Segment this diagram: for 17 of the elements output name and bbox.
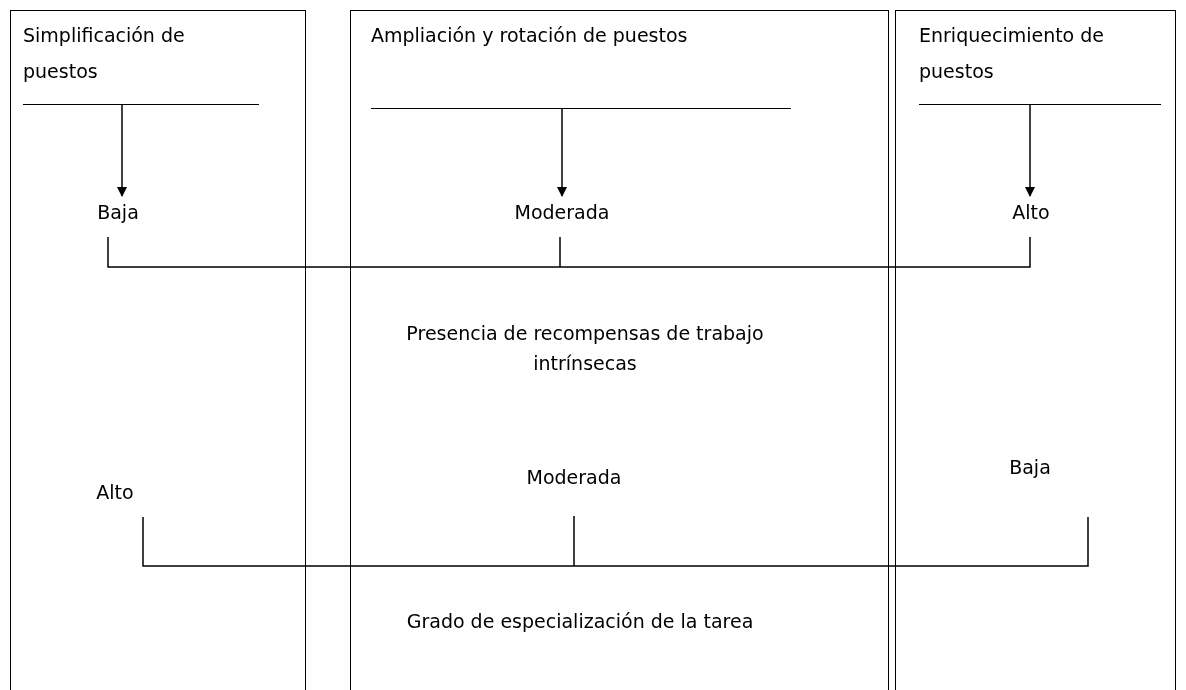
arrow bbox=[1025, 103, 1035, 197]
column-heading: Simplificación de puestos bbox=[23, 17, 259, 105]
axis-caption: Presencia de recompensas de trabajo intrínsecas bbox=[405, 321, 765, 376]
arrow bbox=[117, 103, 127, 197]
level-text: Moderada bbox=[506, 197, 618, 227]
level-text: Baja bbox=[1008, 455, 1052, 480]
column-heading: Ampliación y rotación de puestos bbox=[371, 17, 791, 109]
arrow bbox=[557, 107, 567, 197]
column-box bbox=[10, 10, 306, 690]
axis-caption: Grado de especialización de la tarea bbox=[405, 609, 755, 634]
column-box bbox=[350, 10, 889, 690]
level-text: Baja bbox=[83, 197, 153, 227]
level-text: Moderada bbox=[525, 465, 623, 490]
level-text: Alto bbox=[95, 480, 135, 505]
level-text: Alto bbox=[1003, 197, 1059, 227]
column-box bbox=[895, 10, 1176, 690]
column-heading: Enriquecimiento de puestos bbox=[919, 17, 1161, 105]
